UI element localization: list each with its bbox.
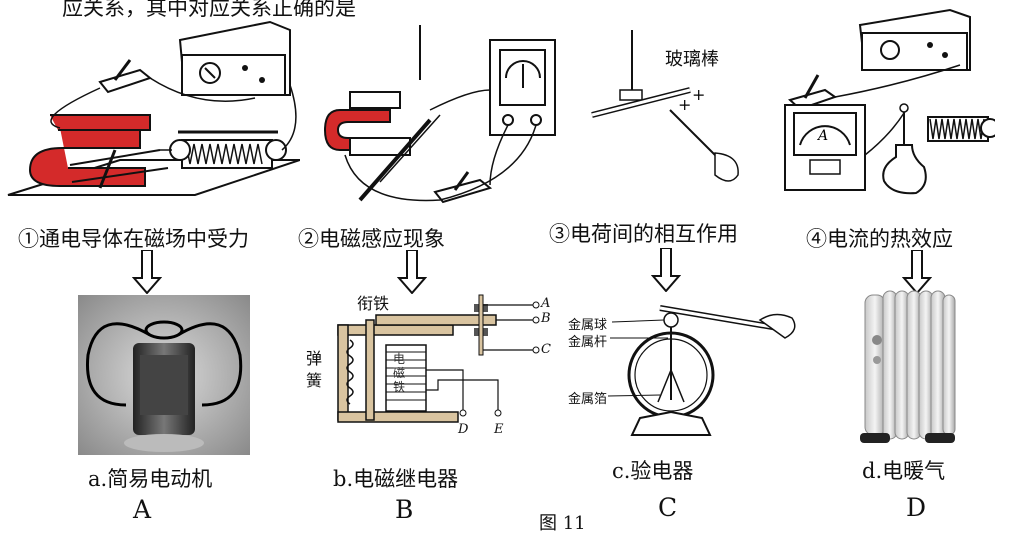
down-arrow-icon xyxy=(651,248,681,292)
option-d: D xyxy=(906,493,927,522)
down-arrow-icon xyxy=(397,250,427,294)
terminal-c-label: C xyxy=(541,342,551,357)
metal-foil-label: 金属箔 xyxy=(568,392,608,407)
figure-charge-interaction: + + xyxy=(591,30,739,182)
relay-diagram xyxy=(337,294,540,423)
glass-rod-label: 玻璃棒 xyxy=(665,49,719,70)
spring-label: 弹簧 xyxy=(306,349,323,390)
armature-label: 衔铁 xyxy=(357,294,390,313)
caption-4: ④电流的热效应 xyxy=(806,227,953,251)
option-b: B xyxy=(395,495,414,524)
figure-heat-effect: A xyxy=(784,8,995,195)
figure-force-on-conductor xyxy=(7,20,300,196)
down-arrow-icon xyxy=(132,250,162,294)
option-c: C xyxy=(658,493,678,522)
caption-b: b.电磁继电器 xyxy=(333,467,459,491)
oil-heater-photo xyxy=(860,290,956,443)
metal-rod-label: 金属杆 xyxy=(568,335,608,350)
caption-a: a.简易电动机 xyxy=(88,467,213,491)
svg-text:+: + xyxy=(692,85,705,104)
terminal-a-label: A xyxy=(541,296,551,311)
caption-3: ③电荷间的相互作用 xyxy=(549,222,738,246)
simple-motor-photo xyxy=(78,295,250,455)
caption-2: ②电磁感应现象 xyxy=(298,227,445,251)
figure-label: 图 11 xyxy=(539,513,586,534)
svg-text:A: A xyxy=(816,128,828,144)
metal-ball-label: 金属球 xyxy=(568,318,608,333)
option-a: A xyxy=(133,495,152,524)
terminal-b-label: B xyxy=(541,311,551,326)
caption-1: ①通电导体在磁场中受力 xyxy=(18,227,249,251)
figure-induction xyxy=(323,25,556,204)
down-arrow-icon xyxy=(902,250,932,294)
terminal-e-label: E xyxy=(494,422,504,437)
electromagnet-label: 电磁铁 xyxy=(393,352,406,394)
caption-c: c.验电器 xyxy=(612,459,694,483)
svg-text:+: + xyxy=(678,95,691,114)
electroscope-diagram xyxy=(607,305,796,436)
question-intro: 应关系，其中对应关系正确的是 xyxy=(62,0,356,20)
caption-d: d.电暖气 xyxy=(862,459,946,483)
terminal-d-label: D xyxy=(458,422,469,437)
